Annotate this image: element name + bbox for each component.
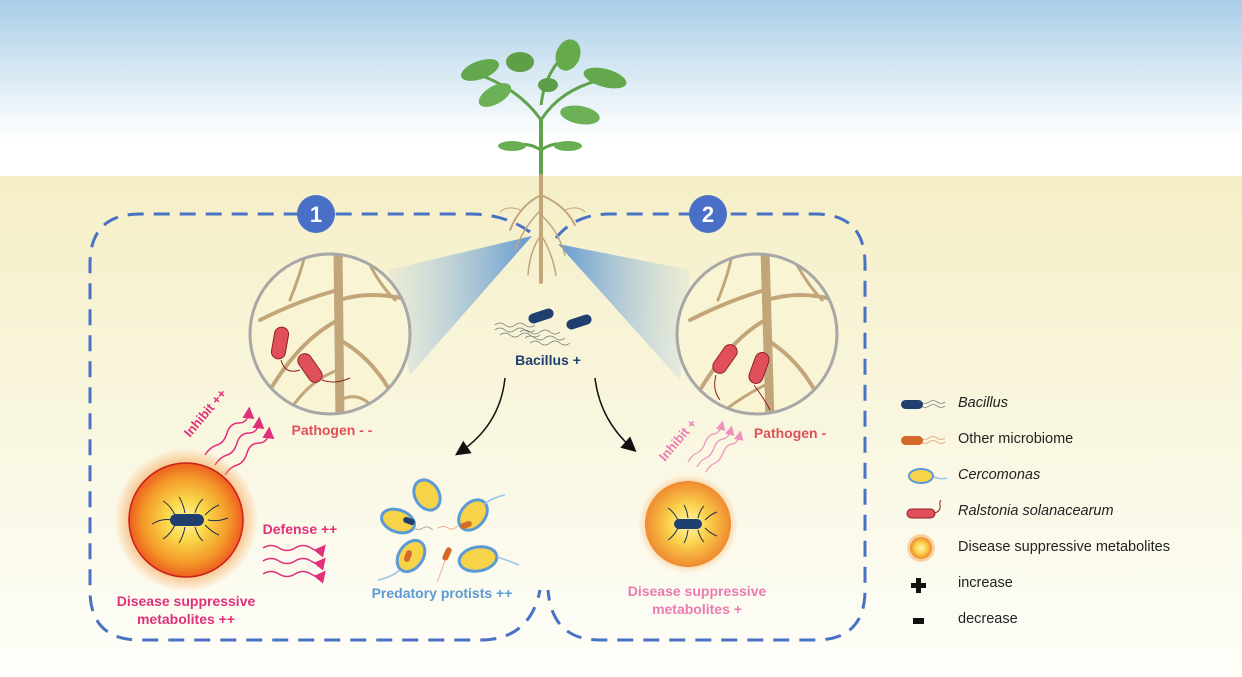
panel-1-protists-label: Predatory protists ++ <box>372 585 513 601</box>
legend-label: Disease suppressive metabolites <box>958 539 1170 555</box>
ralstonia-icon <box>906 500 942 519</box>
panel-1-number: 1 <box>310 202 322 227</box>
legend-label: Cercomonas <box>958 467 1041 483</box>
zoom-cone-left <box>388 236 532 375</box>
legend-item-bacillus: Bacillus <box>895 392 1225 416</box>
panel-2-badge: 2 <box>689 195 727 233</box>
arrow-to-panel-2 <box>594 377 637 452</box>
ralstonia-cell <box>748 352 771 411</box>
cercomonas-cell <box>380 507 416 535</box>
metabolites-icon <box>907 534 935 562</box>
cercomonas-icon <box>908 468 948 484</box>
ralstonia-cell <box>297 353 351 383</box>
zoom-cone-right <box>558 244 690 380</box>
magnified-root-circle-2 <box>675 252 839 416</box>
legend-item-increase: increase <box>895 572 1225 596</box>
cercomonas-cell <box>377 538 427 581</box>
plus-icon <box>911 578 926 593</box>
panel-2-metabolites-label-line2: metabolites + <box>652 601 742 617</box>
legend-label: decrease <box>958 611 1018 627</box>
panel-1-metabolites-label-line2: metabolites ++ <box>137 611 235 627</box>
bacillus-icon <box>901 400 946 409</box>
cercomonas-cell <box>412 478 442 512</box>
other-microbiome-icon <box>901 436 946 445</box>
minus-icon <box>913 618 924 624</box>
cercomonas-cell <box>457 545 520 573</box>
metabolites-sphere-large <box>114 448 258 592</box>
legend-label: Ralstonia solanacearum <box>958 503 1114 519</box>
legend-label: Bacillus <box>958 395 1008 411</box>
inhibit-arrows-panel-2 <box>687 420 744 473</box>
panel-2-pathogen-label: Pathogen - <box>754 425 827 441</box>
legend-label: increase <box>958 575 1013 591</box>
panel-2-border <box>546 212 867 642</box>
root-system-illustration <box>499 174 586 284</box>
panel-1-inhibit-label: Inhibit ++ <box>181 386 230 440</box>
bacillus-cluster <box>494 308 592 346</box>
defense-arrows-panel-1 <box>262 544 326 584</box>
ralstonia-cell <box>712 344 738 401</box>
panel-2-metabolites-label-line1: Disease suppressive <box>628 583 767 599</box>
cercomonas-cell <box>457 494 506 532</box>
panel-2-number: 2 <box>702 202 714 227</box>
tomato-plant-illustration <box>460 39 627 176</box>
legend-item-metabolites: Disease suppressive metabolites <box>895 534 1225 562</box>
magnified-root-circle-1 <box>248 252 412 416</box>
legend-item-other-microbiome: Other microbiome <box>895 428 1225 452</box>
ralstonia-cell <box>270 326 301 372</box>
legend-item-cercomonas: Cercomonas <box>895 464 1225 488</box>
panel-2-inhibit-label: Inhibit + <box>656 416 700 464</box>
metabolites-sphere-small <box>638 474 738 574</box>
legend-label: Other microbiome <box>958 431 1074 447</box>
panel-1-pathogen-label: Pathogen - - <box>292 422 373 438</box>
protist-cluster <box>377 478 520 583</box>
panel-1-metabolites-label-line1: Disease suppressive <box>117 593 256 609</box>
legend-item-ralstonia: Ralstonia solanacearum <box>895 500 1225 524</box>
other-microbiome-cell <box>436 547 452 583</box>
bacillus-center-label: Bacillus + <box>515 352 581 368</box>
legend-item-decrease: decrease <box>895 608 1225 632</box>
arrow-to-panel-1 <box>455 377 506 456</box>
panel-1-defense-label: Defense ++ <box>263 521 338 537</box>
panel-1-badge: 1 <box>297 195 335 233</box>
